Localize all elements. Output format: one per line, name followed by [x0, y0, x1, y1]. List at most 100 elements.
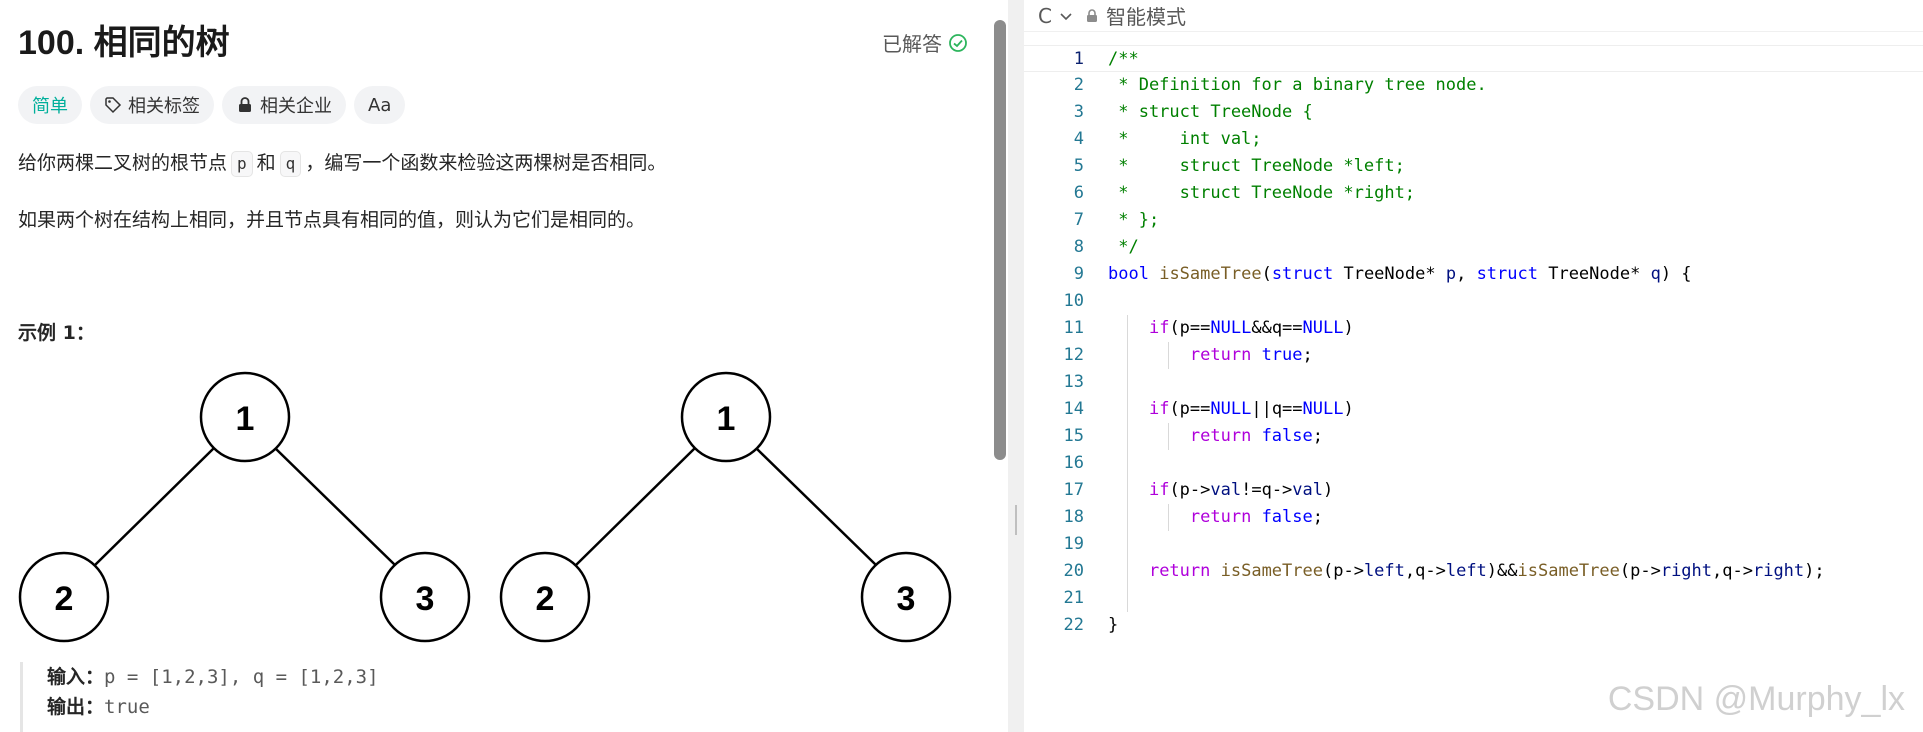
description-line-2: 如果两个树在结构上相同，并且节点具有相同的值，则认为它们是相同的。 — [18, 209, 646, 231]
token — [1108, 426, 1190, 446]
translate-button[interactable]: Aa — [354, 86, 406, 124]
chevron-down-icon — [1060, 12, 1072, 20]
code-line[interactable]: 13 — [1024, 369, 1923, 396]
token: ) — [1343, 318, 1354, 338]
code-p: p — [231, 151, 253, 177]
code-line[interactable]: 22} — [1024, 612, 1923, 639]
code-line[interactable]: 8 */ — [1024, 234, 1923, 261]
token: val — [1210, 480, 1242, 500]
related-companies-button[interactable]: 相关企业 — [222, 86, 346, 124]
code-line[interactable]: 18 return false; — [1024, 504, 1923, 531]
code-line[interactable]: 6 * struct TreeNode *right; — [1024, 180, 1923, 207]
code-line[interactable]: 16 — [1024, 450, 1923, 477]
title-row: 100. 相同的树 已解答 — [18, 20, 968, 70]
desc-and: 和 — [256, 152, 276, 174]
example-title: 示例 1： — [18, 322, 95, 344]
language-select[interactable]: C — [1038, 4, 1074, 28]
code-line[interactable]: 4 * int val; — [1024, 126, 1923, 153]
translate-icon: Aa — [368, 94, 392, 116]
code-text: bool isSameTree(struct TreeNode* p, stru… — [1108, 261, 1692, 288]
line-number: 22 — [1063, 615, 1084, 635]
code-line[interactable]: 10 — [1024, 288, 1923, 315]
code-text: * Definition for a binary tree node. — [1108, 75, 1487, 95]
token: struct — [1476, 264, 1538, 284]
tree-node — [860, 551, 952, 643]
tree-node-label: 3 — [897, 580, 916, 618]
line-number: 12 — [1063, 345, 1084, 365]
output-label: 输出： — [47, 696, 105, 718]
token — [1251, 507, 1261, 527]
code-line[interactable]: 20 return isSameTree(p->left,q->left)&&i… — [1024, 558, 1923, 585]
line-number: 15 — [1063, 426, 1084, 446]
code-text: } — [1108, 615, 1119, 635]
code-line[interactable]: 7 * }; — [1024, 207, 1923, 234]
watermark: CSDN @Murphy_lx — [1607, 680, 1905, 718]
line-number: 14 — [1063, 399, 1084, 419]
token: !=q-> — [1241, 480, 1293, 500]
tree-node — [379, 551, 471, 643]
problem-scrollbar[interactable] — [994, 20, 1006, 460]
code-line[interactable]: 21 — [1024, 585, 1923, 612]
code-line[interactable]: 2 * Definition for a binary tree node. — [1024, 72, 1923, 99]
token: ) { — [1660, 264, 1692, 284]
pane-divider[interactable] — [1008, 0, 1024, 732]
input-value: p = [1,2,3], q = [1,2,3] — [104, 666, 379, 688]
code-line[interactable]: 5 * struct TreeNode *left; — [1024, 153, 1923, 180]
line-number: 18 — [1063, 507, 1084, 527]
indent-guide — [1168, 504, 1169, 531]
code-line[interactable]: 19 — [1024, 531, 1923, 558]
line-number: 7 — [1073, 210, 1084, 230]
smart-mode-toggle[interactable]: 智能模式 — [1084, 1, 1186, 30]
token — [1108, 318, 1149, 338]
token — [1210, 561, 1220, 581]
code-text: */ — [1108, 237, 1139, 257]
output-row: 输出：true — [47, 692, 980, 722]
token: (p== — [1169, 318, 1211, 338]
token — [1108, 561, 1149, 581]
editor-pane: C 智能模式 1/** 2 * Definition for a binary … — [1024, 0, 1923, 732]
tree-node — [680, 371, 772, 463]
token — [1108, 345, 1190, 365]
line-number: 17 — [1063, 480, 1084, 500]
code-line[interactable]: 17 if(p->val!=q->val) — [1024, 477, 1923, 504]
editor-header: C 智能模式 — [1024, 0, 1923, 32]
token: ) — [1343, 399, 1354, 419]
tree-left: 1 2 3 — [18, 371, 471, 643]
tree-node-label: 1 — [236, 400, 255, 438]
line-number: 21 — [1063, 588, 1084, 608]
line-number: 8 — [1073, 237, 1084, 257]
token — [1108, 507, 1190, 527]
code-line[interactable]: 11 if(p==NULL&&q==NULL) — [1024, 315, 1923, 342]
code-text: return isSameTree(p->left,q->left)&&isSa… — [1108, 558, 1825, 585]
token: if — [1148, 480, 1170, 500]
token: right — [1660, 561, 1713, 581]
code-line[interactable]: 1/** — [1024, 45, 1923, 72]
code-text: * struct TreeNode *right; — [1108, 183, 1416, 203]
indent-guide — [1168, 342, 1169, 369]
token: &&q== — [1251, 318, 1303, 338]
difficulty-tag[interactable]: 简单 — [18, 86, 82, 124]
token: q — [1650, 264, 1661, 284]
token: NULL — [1210, 399, 1252, 419]
code-text: if(p->val!=q->val) — [1108, 477, 1333, 504]
token: ; — [1302, 345, 1313, 365]
code-line[interactable]: 12 return true; — [1024, 342, 1923, 369]
divider-grip[interactable] — [1015, 505, 1017, 535]
code-line[interactable]: 15 return false; — [1024, 423, 1923, 450]
token: if — [1148, 318, 1170, 338]
lock-icon — [1086, 8, 1097, 22]
code-editor[interactable]: 1/** 2 * Definition for a binary tree no… — [1024, 45, 1923, 639]
token: (p-> — [1619, 561, 1661, 581]
line-number: 3 — [1073, 102, 1084, 122]
token: if — [1148, 399, 1170, 419]
related-tags-button[interactable]: 相关标签 — [90, 86, 214, 124]
tag-row: 简单 相关标签 相关企业 Aa — [18, 86, 406, 124]
token: true — [1261, 345, 1303, 365]
token: ; — [1312, 426, 1323, 446]
code-line[interactable]: 14 if(p==NULL||q==NULL) — [1024, 396, 1923, 423]
tree-right: 1 2 3 — [499, 371, 952, 643]
code-text: if(p==NULL||q==NULL) — [1108, 396, 1354, 423]
code-line[interactable]: 3 * struct TreeNode { — [1024, 99, 1923, 126]
token: isSameTree — [1159, 264, 1262, 284]
